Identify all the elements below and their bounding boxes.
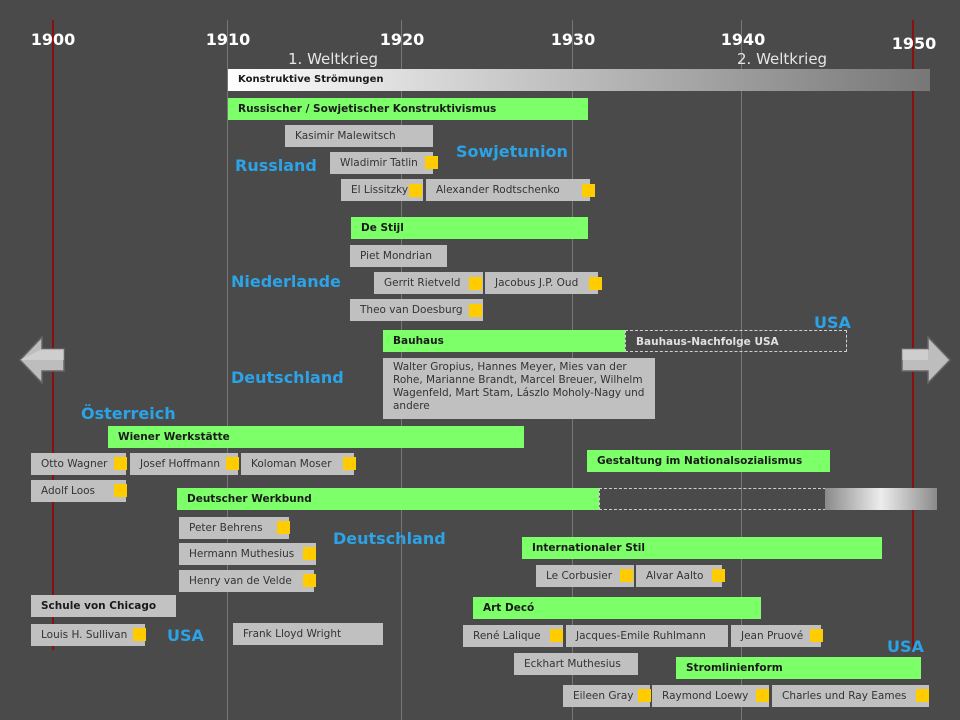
arrow-left-icon[interactable] bbox=[18, 335, 66, 385]
person-doesburg[interactable]: Theo van Doesburg bbox=[350, 299, 483, 321]
year-1920: 1920 bbox=[379, 30, 425, 49]
person-mondrian[interactable]: Piet Mondrian bbox=[350, 245, 447, 267]
marker-icon[interactable] bbox=[303, 574, 316, 587]
person-loewy[interactable]: Raymond Loewy bbox=[652, 685, 769, 707]
grid-line-1940 bbox=[741, 20, 742, 720]
marker-icon[interactable] bbox=[343, 457, 356, 470]
year-1950: 1950 bbox=[891, 34, 937, 53]
year-1930: 1930 bbox=[550, 30, 596, 49]
country-niederlande: Niederlande bbox=[231, 272, 341, 291]
war-label-2: 2. Weltkrieg bbox=[737, 50, 828, 68]
marker-icon[interactable] bbox=[469, 277, 482, 290]
marker-icon[interactable] bbox=[114, 484, 127, 497]
marker-icon[interactable] bbox=[550, 629, 563, 642]
marker-icon[interactable] bbox=[638, 689, 651, 702]
person-eckhart[interactable]: Eckhart Muthesius bbox=[514, 653, 638, 675]
movement-internationaler: Internationaler Stil bbox=[522, 537, 882, 559]
country-oesterreich: Österreich bbox=[81, 404, 176, 423]
werkbund-continuation bbox=[599, 488, 826, 510]
movement-national: Gestaltung im Nationalsozialismus bbox=[587, 450, 830, 472]
werkbund-fade bbox=[825, 488, 937, 510]
country-deutschland-werkbund: Deutschland bbox=[333, 529, 446, 548]
grid-line-1900 bbox=[52, 20, 54, 650]
marker-icon[interactable] bbox=[756, 689, 769, 702]
bauhaus-members[interactable]: Walter Gropius, Hannes Meyer, Mies van d… bbox=[383, 358, 655, 419]
person-tatlin[interactable]: Wladimir Tatlin bbox=[330, 152, 433, 174]
marker-icon[interactable] bbox=[620, 569, 633, 582]
person-ruhlmann[interactable]: Jacques-Emile Ruhlmann bbox=[566, 625, 728, 647]
person-sullivan[interactable]: Louis H. Sullivan bbox=[31, 624, 145, 646]
movement-artdeco: Art Decó bbox=[473, 597, 761, 619]
person-wright[interactable]: Frank Lloyd Wright bbox=[233, 623, 383, 645]
person-hoffmann[interactable]: Josef Hoffmann bbox=[130, 453, 238, 475]
marker-icon[interactable] bbox=[469, 304, 482, 317]
person-aalto[interactable]: Alvar Aalto bbox=[636, 565, 722, 587]
person-gray[interactable]: Eileen Gray bbox=[563, 685, 650, 707]
arrow-right-icon[interactable] bbox=[900, 335, 952, 385]
country-deutschland-bauhaus: Deutschland bbox=[231, 368, 344, 387]
marker-icon[interactable] bbox=[425, 156, 438, 169]
person-loos[interactable]: Adolf Loos bbox=[31, 480, 126, 502]
movement-wiener: Wiener Werkstätte bbox=[108, 426, 524, 448]
country-usa-bauhaus: USA bbox=[814, 313, 851, 332]
year-1910: 1910 bbox=[205, 30, 251, 49]
movement-destijl: De Stijl bbox=[351, 217, 588, 239]
movement-werkbund: Deutscher Werkbund bbox=[177, 488, 599, 510]
person-pruove[interactable]: Jean Pruové bbox=[731, 625, 821, 647]
marker-icon[interactable] bbox=[589, 277, 602, 290]
person-muthesius[interactable]: Hermann Muthesius bbox=[179, 543, 316, 565]
marker-icon[interactable] bbox=[226, 457, 239, 470]
country-sowjetunion: Sowjetunion bbox=[456, 142, 568, 161]
marker-icon[interactable] bbox=[582, 184, 595, 197]
year-1940: 1940 bbox=[720, 30, 766, 49]
movement-bauhaus-usa: Bauhaus-Nachfolge USA bbox=[625, 330, 847, 352]
person-velde[interactable]: Henry van de Velde bbox=[179, 570, 314, 592]
marker-icon[interactable] bbox=[712, 569, 725, 582]
country-russland: Russland bbox=[235, 156, 317, 175]
movement-russischer: Russischer / Sowjetischer Konstruktivism… bbox=[228, 98, 588, 120]
person-lalique[interactable]: René Lalique bbox=[463, 625, 563, 647]
person-rodtschenko[interactable]: Alexander Rodtschenko bbox=[426, 179, 590, 201]
marker-icon[interactable] bbox=[810, 629, 823, 642]
movement-stromlinie: Stromlinienform bbox=[676, 657, 921, 679]
movement-bauhaus: Bauhaus bbox=[383, 330, 625, 352]
grid-line-1910 bbox=[227, 20, 228, 720]
marker-icon[interactable] bbox=[303, 547, 316, 560]
person-behrens[interactable]: Peter Behrens bbox=[179, 517, 289, 539]
marker-icon[interactable] bbox=[277, 521, 290, 534]
country-usa-stromlinie: USA bbox=[887, 637, 924, 656]
marker-icon[interactable] bbox=[114, 457, 127, 470]
person-oud[interactable]: Jacobus J.P. Oud bbox=[485, 272, 598, 294]
person-corbusier[interactable]: Le Corbusier bbox=[536, 565, 634, 587]
person-eames[interactable]: Charles und Ray Eames bbox=[772, 685, 929, 707]
marker-icon[interactable] bbox=[916, 689, 929, 702]
person-lissitzky[interactable]: El Lissitzky bbox=[341, 179, 423, 201]
person-moser[interactable]: Koloman Moser bbox=[241, 453, 354, 475]
country-usa-chicago: USA bbox=[167, 626, 204, 645]
movement-konstruktive: Konstruktive Strömungen bbox=[228, 69, 930, 91]
movement-chicago: Schule von Chicago bbox=[31, 595, 176, 617]
person-wagner[interactable]: Otto Wagner bbox=[31, 453, 126, 475]
grid-line-1950 bbox=[912, 20, 914, 650]
marker-icon[interactable] bbox=[133, 628, 146, 641]
person-malewitsch[interactable]: Kasimir Malewitsch bbox=[285, 125, 433, 147]
year-1900: 1900 bbox=[30, 30, 76, 49]
war-label-1: 1. Weltkrieg bbox=[288, 50, 379, 68]
person-rietveld[interactable]: Gerrit Rietveld bbox=[374, 272, 483, 294]
marker-icon[interactable] bbox=[409, 184, 422, 197]
